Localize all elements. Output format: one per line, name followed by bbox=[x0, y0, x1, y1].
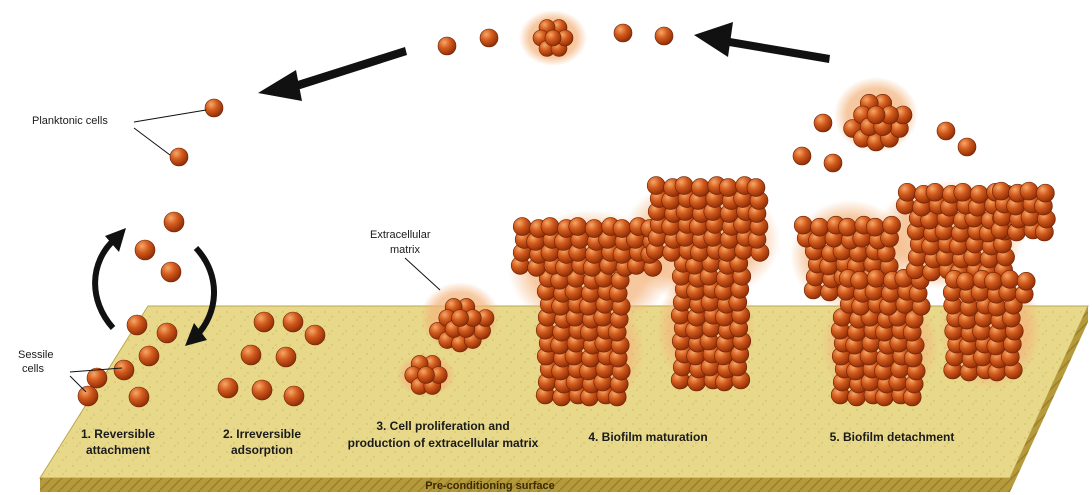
stage-5-label: 5. Biofilm detachment bbox=[830, 430, 955, 444]
planktonic-cell bbox=[655, 27, 673, 45]
biofilm-cell bbox=[747, 179, 765, 197]
biofilm-cell bbox=[984, 272, 1002, 290]
planktonic-cell bbox=[170, 148, 188, 166]
sessile-cell bbox=[78, 386, 98, 406]
adsorbed-cell bbox=[241, 345, 261, 365]
extracellular-matrix-label-line2: matrix bbox=[390, 244, 420, 256]
surface-label: Pre-conditioning surface bbox=[425, 480, 555, 492]
matrix-pointer bbox=[405, 258, 440, 290]
biofilm-cell bbox=[926, 183, 944, 201]
adsorbed-cell bbox=[254, 312, 274, 332]
arrow-left-icon bbox=[258, 47, 407, 101]
biofilm-cell bbox=[691, 179, 709, 197]
curved-arrow-up-icon bbox=[95, 240, 114, 328]
biofilm-cell bbox=[1020, 182, 1038, 200]
biofilm-cell bbox=[851, 271, 869, 289]
biofilm-cell bbox=[867, 269, 885, 287]
sessile-cell bbox=[87, 368, 107, 388]
microcolony-cell bbox=[452, 310, 469, 327]
sessile-pointer-2 bbox=[70, 376, 86, 392]
planktonic-cluster-cell bbox=[545, 30, 561, 46]
biofilm-cell bbox=[513, 218, 531, 236]
biofilm-cell bbox=[719, 179, 737, 197]
stage-3-label-line2: production of extracellular matrix bbox=[348, 436, 539, 450]
stage-2-label-line1: 2. Irreversible bbox=[223, 427, 301, 441]
planktonic-cell bbox=[480, 29, 498, 47]
adsorbed-cell bbox=[252, 380, 272, 400]
adsorbed-cell bbox=[276, 347, 296, 367]
adsorbed-cell bbox=[305, 325, 325, 345]
sessile-cell bbox=[127, 315, 147, 335]
detached-cell bbox=[824, 154, 842, 172]
planktonic-cell bbox=[205, 99, 223, 117]
planktonic-cells-label: Planktonic cells bbox=[32, 115, 108, 127]
biofilm-cell bbox=[1001, 270, 1019, 288]
stage-2-label-line2: adsorption bbox=[231, 443, 293, 457]
adsorbed-cell bbox=[283, 312, 303, 332]
sessile-cells-label-line2: cells bbox=[22, 363, 45, 375]
biofilm-cell bbox=[992, 182, 1010, 200]
arrow-left-icon-right bbox=[694, 22, 830, 63]
planktonic-pointer-1 bbox=[134, 110, 206, 122]
extracellular-matrix-label-line1: Extracellular bbox=[370, 229, 431, 241]
biofilm-cell bbox=[866, 218, 884, 236]
biofilm-cell bbox=[883, 216, 901, 234]
microcolony-cell bbox=[418, 367, 435, 384]
biofilm-cell bbox=[794, 216, 812, 234]
biofilm-cell bbox=[811, 218, 829, 236]
sessile-cell bbox=[157, 323, 177, 343]
biofilm-cell bbox=[954, 183, 972, 201]
biofilm-cell bbox=[647, 177, 665, 195]
planktonic-cell bbox=[614, 24, 632, 42]
detaching-cell bbox=[867, 106, 885, 124]
detached-cell bbox=[793, 147, 811, 165]
adsorbed-cell bbox=[284, 386, 304, 406]
stage-4-label: 4. Biofilm maturation bbox=[588, 430, 707, 444]
biofilm-cell bbox=[838, 218, 856, 236]
stage-1-label-line2: attachment bbox=[86, 443, 150, 457]
sessile-cell bbox=[164, 212, 184, 232]
stage-1-label-line1: 1. Reversible bbox=[81, 427, 155, 441]
planktonic-pointer-2 bbox=[134, 128, 170, 155]
biofilm-cell bbox=[675, 177, 693, 195]
biofilm-cell bbox=[541, 218, 559, 236]
detached-cell bbox=[814, 114, 832, 132]
adsorbed-cell bbox=[218, 378, 238, 398]
biofilm-cell bbox=[1036, 184, 1054, 202]
biofilm-cell bbox=[957, 272, 975, 290]
biofilm-cell bbox=[569, 218, 587, 236]
detached-cell bbox=[958, 138, 976, 156]
biofilm-cell bbox=[1017, 272, 1035, 290]
detached-cell bbox=[937, 122, 955, 140]
biofilm-cell bbox=[970, 185, 988, 203]
sessile-cell bbox=[129, 387, 149, 407]
sessile-cell bbox=[139, 346, 159, 366]
sessile-cell bbox=[161, 262, 181, 282]
biofilm-cell bbox=[898, 183, 916, 201]
sessile-cell bbox=[135, 240, 155, 260]
planktonic-cell bbox=[438, 37, 456, 55]
biofilm-cell bbox=[613, 220, 631, 238]
stage-3-label-line1: 3. Cell proliferation and bbox=[376, 419, 509, 433]
sessile-cell bbox=[114, 360, 134, 380]
biofilm-cell bbox=[585, 220, 603, 238]
sessile-cells-label-line1: Sessile bbox=[18, 349, 53, 361]
